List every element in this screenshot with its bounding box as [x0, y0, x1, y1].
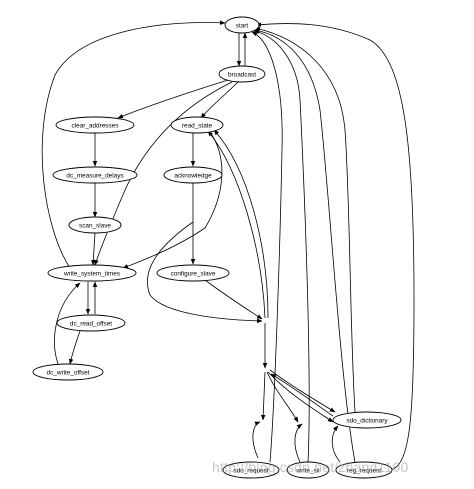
svg-text:start: start [236, 23, 249, 30]
nodes: start broadcast clear_addresses read_sta… [32, 16, 402, 479]
edge-hub-write-sii [266, 371, 299, 423]
node-dc-read-offset: dc_read_offset [56, 314, 126, 332]
svg-text:dc_read_offset: dc_read_offset [70, 321, 112, 328]
svg-text:broadcast: broadcast [228, 72, 256, 79]
node-read-state: read_state [170, 116, 224, 134]
edge-broadcast-read-state [200, 81, 239, 119]
edge-write-system-times-start [41, 20, 226, 269]
edge-write-sii-loop [294, 423, 303, 463]
edge-hub-sdo-request [260, 371, 266, 421]
edge-write-sii-start [253, 29, 310, 463]
edge-sdo-request-hub [252, 421, 261, 459]
node-acknowledge: acknowledge [163, 166, 223, 184]
svg-text:reg_request: reg_request [347, 468, 381, 475]
edge-sdo-dictionary-hub [270, 373, 334, 417]
node-clear-addresses: clear_addresses [55, 116, 135, 134]
node-write-system-times: write_system_times [47, 264, 137, 282]
edge-read-state-write-system-times [122, 131, 223, 269]
svg-text:write_sii: write_sii [295, 468, 319, 475]
node-configure-slave: configure_slave [156, 264, 230, 282]
svg-text:acknowledge: acknowledge [174, 173, 212, 180]
edge-reg-request-start [253, 28, 356, 463]
svg-text:scan_slave: scan_slave [79, 223, 111, 230]
node-dc-write-offset: dc_write_offset [32, 363, 104, 381]
edge-reg-request-loop [331, 425, 341, 463]
edge-broadcast-clear-addresses [117, 79, 229, 119]
node-reg-request: reg_request [335, 461, 393, 479]
node-broadcast: broadcast [218, 65, 266, 83]
svg-text:sdo_request: sdo_request [233, 468, 268, 475]
svg-text:dc_write_offset: dc_write_offset [47, 370, 90, 377]
edge-acknowledge-merge [147, 221, 263, 324]
node-sdo-dictionary: sdo_dictionary [332, 411, 402, 429]
node-sdo-request: sdo_request [222, 461, 280, 479]
edge-merge-read-state-2 [213, 129, 269, 319]
node-scan-slave: scan_slave [68, 216, 122, 234]
edge-sdo-dictionary-start [254, 26, 356, 413]
svg-text:dc_measure_delays: dc_measure_delays [66, 173, 123, 180]
node-start: start [224, 16, 260, 34]
svg-text:read_state: read_state [182, 123, 213, 130]
edge-scan-slave-write-system-times [91, 232, 96, 266]
svg-text:write_system_times: write_system_times [63, 271, 120, 278]
svg-text:configure_slave: configure_slave [171, 271, 216, 278]
svg-text:clear_addresses: clear_addresses [72, 123, 119, 130]
node-write-sii: write_sii [286, 461, 330, 479]
edge-hub-sdo-dictionary [269, 369, 336, 413]
edge-configure-slave-merge [204, 279, 263, 320]
edge-merge-read-state [207, 130, 266, 319]
edges [41, 20, 415, 471]
edge-dc-read-offset-dc-write-offset [68, 330, 81, 365]
edge-hub-reg-request [267, 371, 334, 423]
edge-sdo-request-start [251, 31, 283, 463]
node-dc-measure-delays: dc_measure_delays [52, 166, 138, 184]
svg-text:sdo_dictionary: sdo_dictionary [346, 418, 388, 425]
edge-reg-request-outer-start [255, 22, 415, 471]
watermark-text: http://blog.csdn.net/zhand1100 [212, 459, 409, 475]
